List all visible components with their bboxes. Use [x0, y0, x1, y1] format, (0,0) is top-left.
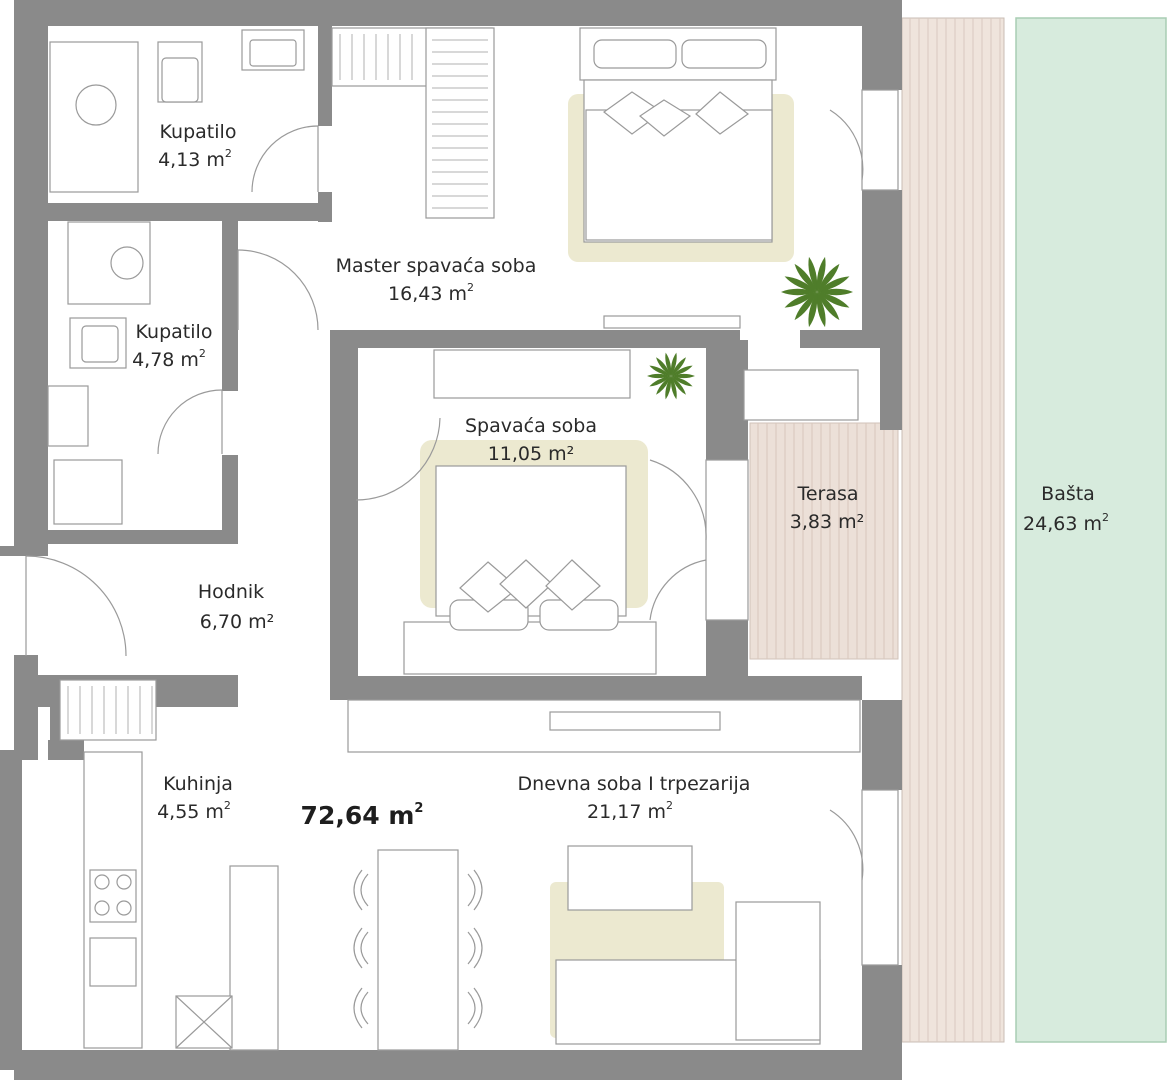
room-area-terasa: 3,83 m² — [790, 511, 864, 533]
room-name-master: Master spavaća soba — [336, 255, 537, 277]
bathroom-2-fixtures — [47, 221, 151, 525]
bathroom-1-fixtures — [49, 29, 305, 193]
room-name-kupatilo-1: Kupatilo — [160, 121, 237, 143]
room-name-terasa: Terasa — [796, 483, 858, 505]
wardrobe — [331, 27, 495, 219]
room-area-hodnik: 6,70 m² — [200, 611, 274, 633]
room-name-basta: Bašta — [1041, 483, 1095, 505]
walls — [0, 0, 902, 1080]
room-area-kuhinja: 4,55 m2 — [157, 799, 231, 823]
room-area-spavaca: 11,05 m² — [488, 443, 575, 465]
room-area-kupatilo-1: 4,13 m2 — [158, 147, 232, 171]
room-area-master: 16,43 m2 — [388, 281, 474, 305]
room-area-kupatilo-2: 4,78 m2 — [132, 347, 206, 371]
windows — [705, 89, 899, 966]
room-name-dnevna: Dnevna soba I trpezarija — [518, 773, 751, 795]
deck-strip — [901, 17, 1005, 1043]
bedroom-bed — [403, 440, 657, 675]
room-name-hodnik: Hodnik — [198, 581, 264, 603]
room-labels: Kupatilo 4,13 m2 Master spavaća soba 16,… — [132, 121, 1109, 830]
door-swings — [25, 109, 864, 881]
hall-closet — [59, 679, 157, 741]
living-tv-unit — [347, 699, 861, 753]
garden-area — [1015, 17, 1167, 1043]
room-name-kuhinja: Kuhinja — [163, 773, 233, 795]
room-name-kupatilo-2: Kupatilo — [136, 321, 213, 343]
kitchen-counter — [83, 751, 279, 1051]
plant-icon — [781, 256, 853, 328]
terrace-bench — [743, 369, 859, 421]
master-bed — [568, 27, 794, 262]
sofa — [550, 845, 821, 1045]
total-area: 72,64 m2 — [301, 801, 424, 830]
room-area-basta: 24,63 m2 — [1023, 511, 1109, 535]
plant-icon — [647, 352, 695, 400]
terrace-deck — [749, 422, 899, 660]
room-name-spavaca: Spavaća soba — [465, 415, 597, 437]
room-area-dnevna: 21,17 m2 — [587, 799, 673, 823]
dining-table — [353, 849, 483, 1051]
bedroom-tv-unit — [433, 349, 631, 399]
master-tv-unit — [603, 315, 741, 329]
